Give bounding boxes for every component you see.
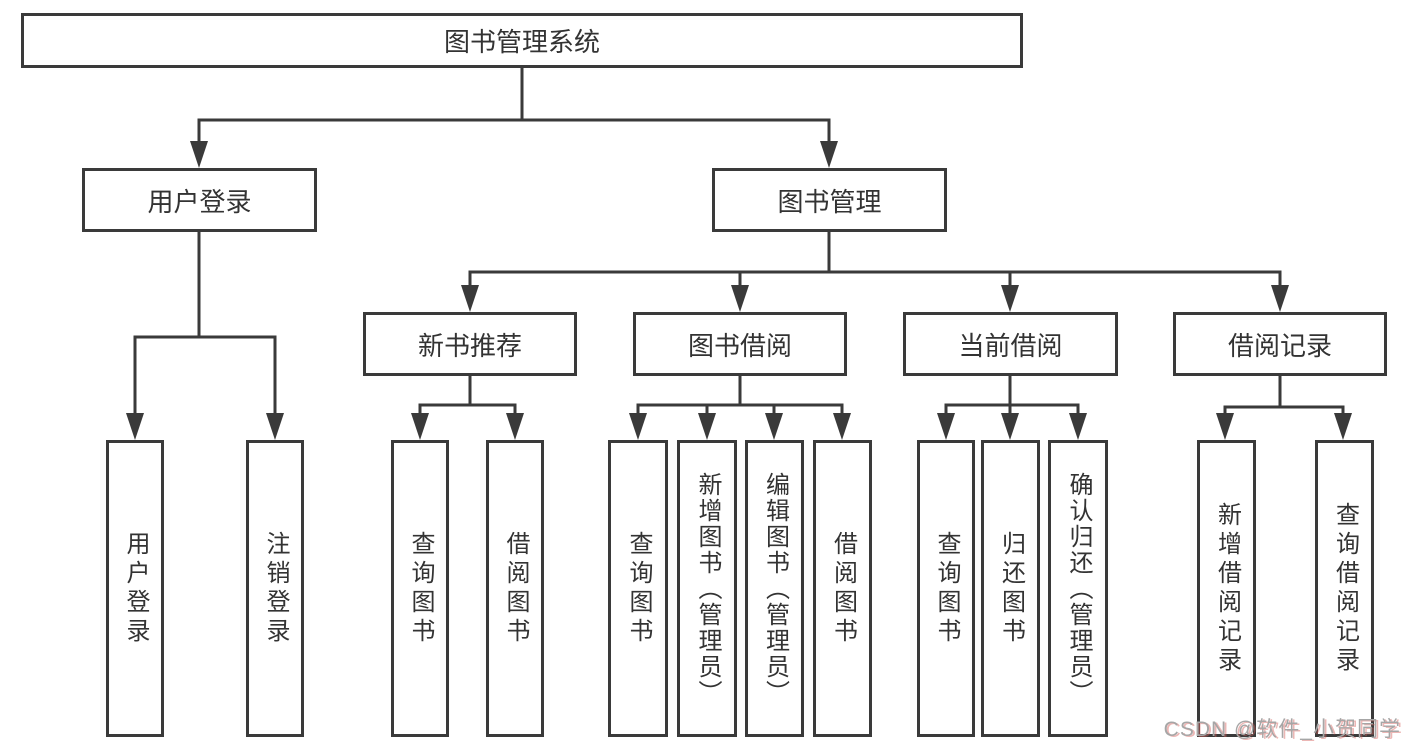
leaf-borrow-query-books: 查询图书 <box>608 440 668 737</box>
leaf-label: 查询借阅记录 <box>1331 501 1359 676</box>
node-book-borrowing: 图书借阅 <box>633 312 847 376</box>
node-label: 图书管理系统 <box>443 27 600 57</box>
node-label: 图书管理 <box>777 186 882 217</box>
leaf-label: 用户登录 <box>122 530 149 647</box>
leaf-edit-books-admin: 编辑图书（管理员） <box>745 440 804 737</box>
leaf-label: 查询图书 <box>625 530 652 647</box>
leaf-add-books-admin: 新增图书（管理员） <box>677 440 737 737</box>
node-label: 用户登录 <box>147 186 252 217</box>
leaf-label: 借阅图书 <box>829 530 857 647</box>
leaf-label: 归还图书 <box>997 530 1025 647</box>
leaf-label: 确认归还（管理员） <box>1065 471 1092 706</box>
leaf-label: 编辑图书（管理员） <box>761 471 789 706</box>
csdn-watermark: CSDN @软件_小贺同学 <box>1163 718 1401 741</box>
leaf-label: 查询图书 <box>933 530 960 647</box>
leaf-label: 查询图书 <box>407 530 434 647</box>
node-borrowing-records: 借阅记录 <box>1173 312 1387 376</box>
leaf-return-books: 归还图书 <box>981 440 1040 737</box>
node-user-login: 用户登录 <box>82 168 317 232</box>
node-label: 新书推荐 <box>417 330 522 361</box>
leaf-label: 新增借阅记录 <box>1213 501 1241 676</box>
leaf-query-borrow-record: 查询借阅记录 <box>1315 440 1374 737</box>
leaf-logout: 注销登录 <box>246 440 304 737</box>
leaf-rec-borrow-books: 借阅图书 <box>486 440 544 737</box>
leaf-label: 注销登录 <box>262 530 289 647</box>
node-current-borrowing: 当前借阅 <box>903 312 1118 376</box>
leaf-label: 新增图书（管理员） <box>694 471 721 706</box>
leaf-confirm-return-admin: 确认归还（管理员） <box>1048 440 1108 737</box>
leaf-label: 借阅图书 <box>502 530 529 647</box>
node-label: 借阅记录 <box>1227 330 1332 361</box>
node-label: 当前借阅 <box>958 330 1063 361</box>
leaf-borrow-books: 借阅图书 <box>813 440 872 737</box>
node-new-book-recommendation: 新书推荐 <box>363 312 577 376</box>
node-library-management-system: 图书管理系统 <box>21 13 1023 68</box>
leaf-rec-query-books: 查询图书 <box>391 440 449 737</box>
leaf-current-query-books: 查询图书 <box>917 440 975 737</box>
leaf-add-borrow-record: 新增借阅记录 <box>1197 440 1256 737</box>
node-book-management: 图书管理 <box>712 168 947 232</box>
leaf-user-login: 用户登录 <box>106 440 164 737</box>
node-label: 图书借阅 <box>687 330 792 361</box>
